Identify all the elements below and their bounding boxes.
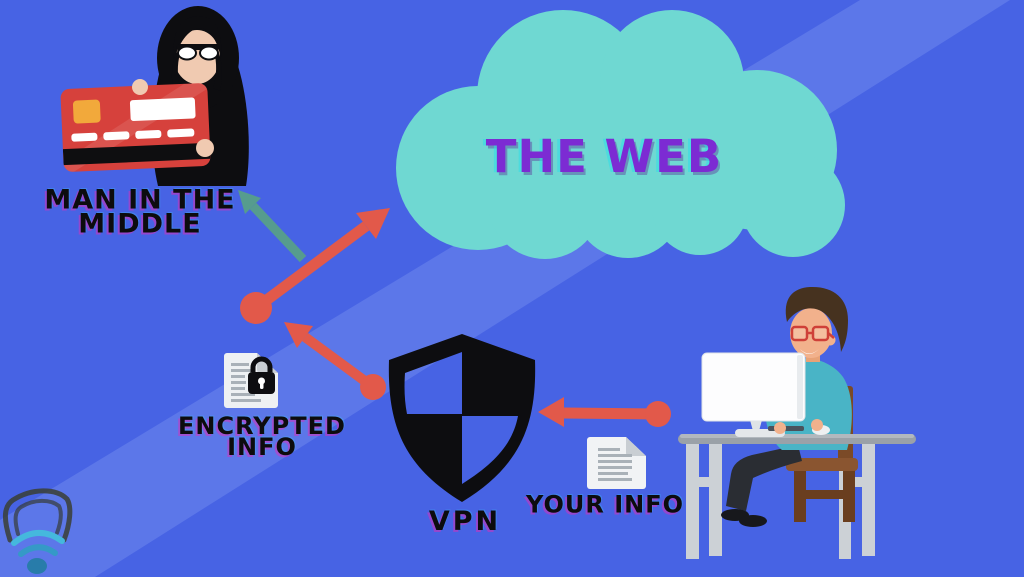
user-legs	[726, 445, 802, 511]
arrow-junction-to-mitm	[238, 190, 307, 263]
credit-card-icon	[60, 82, 211, 173]
desk-legs	[686, 443, 875, 559]
hacker-sunglasses-icon	[176, 44, 220, 61]
lock-icon	[248, 356, 275, 394]
vpn-label: VPN	[428, 506, 502, 538]
mitm-label: MAN IN THE MIDDLE	[44, 184, 236, 239]
encrypted-info-label-line1: ENCRYPTED	[178, 411, 346, 440]
your-info-label: YOUR INFO	[525, 490, 685, 519]
card-chip	[72, 99, 101, 124]
your-info-document-icon	[587, 437, 646, 489]
monitor-icon	[701, 352, 806, 437]
encrypted-info-label: ENCRYPTED INFO	[178, 411, 346, 461]
user-illustration	[678, 286, 916, 559]
hacker-face	[174, 30, 220, 84]
arrow-junction-to-web	[240, 208, 390, 324]
web-title: THE WEB	[485, 130, 723, 184]
mitm-label-line2: MIDDLE	[78, 208, 202, 239]
arrow-user-to-vpn	[538, 397, 671, 427]
encrypted-info-label-line2: INFO	[227, 433, 297, 461]
user-glasses-icon	[790, 325, 835, 342]
arrow-vpn-to-junction	[284, 322, 386, 400]
brand-watermark-logo	[3, 488, 73, 574]
mitm-label-line1: MAN IN THE	[44, 184, 236, 216]
encrypted-document-icon	[224, 353, 278, 408]
web-cloud	[396, 10, 845, 259]
vpn-shield-icon	[388, 334, 536, 502]
hacker-illustration	[60, 6, 249, 186]
user-hair	[785, 286, 848, 352]
